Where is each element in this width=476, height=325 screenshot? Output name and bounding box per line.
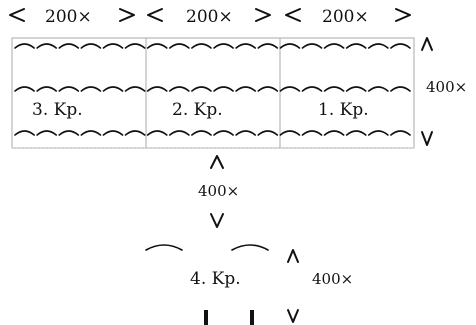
top-formation: 200× 200× 200× 3. Kp. 2. Kp. 1. Kp. 400× [9,7,467,149]
soldier-arc [191,86,212,92]
soldier-arc [80,130,102,136]
soldier-arc [36,86,58,92]
soldier-arc [14,43,35,49]
width-label-1: 200× [45,7,92,27]
soldier-arc [390,86,411,92]
soldier-arc [58,130,80,136]
soldier-arc [301,86,323,92]
soldier-arc [36,130,58,136]
bottom-formation: 4. Kp. 400× [145,244,353,325]
width-label-2: 200× [186,7,233,27]
soldier-arc [102,130,124,136]
soldier-arc [279,130,301,136]
soldier-arc [323,43,345,49]
soldier-arc [213,86,234,92]
soldier-arc [36,43,58,49]
arc-rows [14,43,411,136]
soldier-arc [235,86,257,92]
soldier-arc [191,43,212,49]
soldier-arc [146,130,168,136]
soldier-arc [301,130,323,136]
soldier-arc [367,130,389,136]
soldier-arc [80,43,102,49]
soldier-arc [124,86,146,92]
gap-label: 400× [198,182,239,200]
soldier-arc [80,86,102,92]
company-box-2 [145,37,281,149]
soldier-arc [345,43,367,49]
soldier-arc [102,86,124,92]
soldier-arc [14,130,35,136]
soldier-arc [235,130,257,136]
soldier-arc [146,86,168,92]
soldier-arc [345,130,367,136]
width-chevron-right-2 [255,8,271,22]
depth-chevron-down [421,131,433,146]
soldier-arc [146,43,168,49]
rear-post-left [204,310,208,325]
soldier-arc [231,244,269,251]
gap-chevron-up [210,155,224,169]
company-label-2: 2. Kp. [172,100,223,120]
width-label-3: 200× [322,7,369,27]
company-box-1 [279,37,415,149]
soldier-arc [168,43,190,49]
soldier-arc [191,130,212,136]
soldier-arc [102,43,124,49]
depth-chevron-down-4 [287,309,299,323]
soldier-arc [213,130,234,136]
soldier-arc [145,244,183,251]
soldier-arc [257,86,279,92]
soldier-arc [213,43,234,49]
width-chevron-left-3 [285,8,301,22]
soldier-arc [58,43,80,49]
soldier-arc [367,43,389,49]
soldier-arc [14,86,35,92]
soldier-arc [390,130,411,136]
gap-chevron-down [210,213,224,228]
company-label-4: 4. Kp. [190,269,241,289]
soldier-arc [235,43,257,49]
soldier-arc [279,43,301,49]
depth-label: 400× [426,78,467,96]
soldier-arc [323,86,345,92]
soldier-arc [367,86,389,92]
company-box-3 [11,37,147,149]
soldier-arc [345,86,367,92]
soldier-arc [257,43,279,49]
width-chevron-left-2 [147,8,163,22]
depth-label-4: 400× [312,270,353,288]
soldier-arc [390,43,411,49]
depth-chevron-up-4 [287,249,299,263]
soldier-arc [124,43,146,49]
width-chevron-right-1 [119,8,135,22]
depth-chevron-up [421,37,433,51]
soldier-arc [58,86,80,92]
soldier-arc [124,130,146,136]
company-label-3: 3. Kp. [32,100,83,120]
soldier-arc [168,130,190,136]
soldier-arc [323,130,345,136]
soldier-arc [279,86,301,92]
soldier-arc [257,130,279,136]
gap-dimension: 400× [198,155,239,228]
rear-post-right [250,310,254,325]
width-chevron-right-3 [395,8,411,22]
company-label-1: 1. Kp. [318,100,369,120]
soldier-arc [301,43,323,49]
width-chevron-left-1 [9,8,25,22]
soldier-arc [168,86,190,92]
